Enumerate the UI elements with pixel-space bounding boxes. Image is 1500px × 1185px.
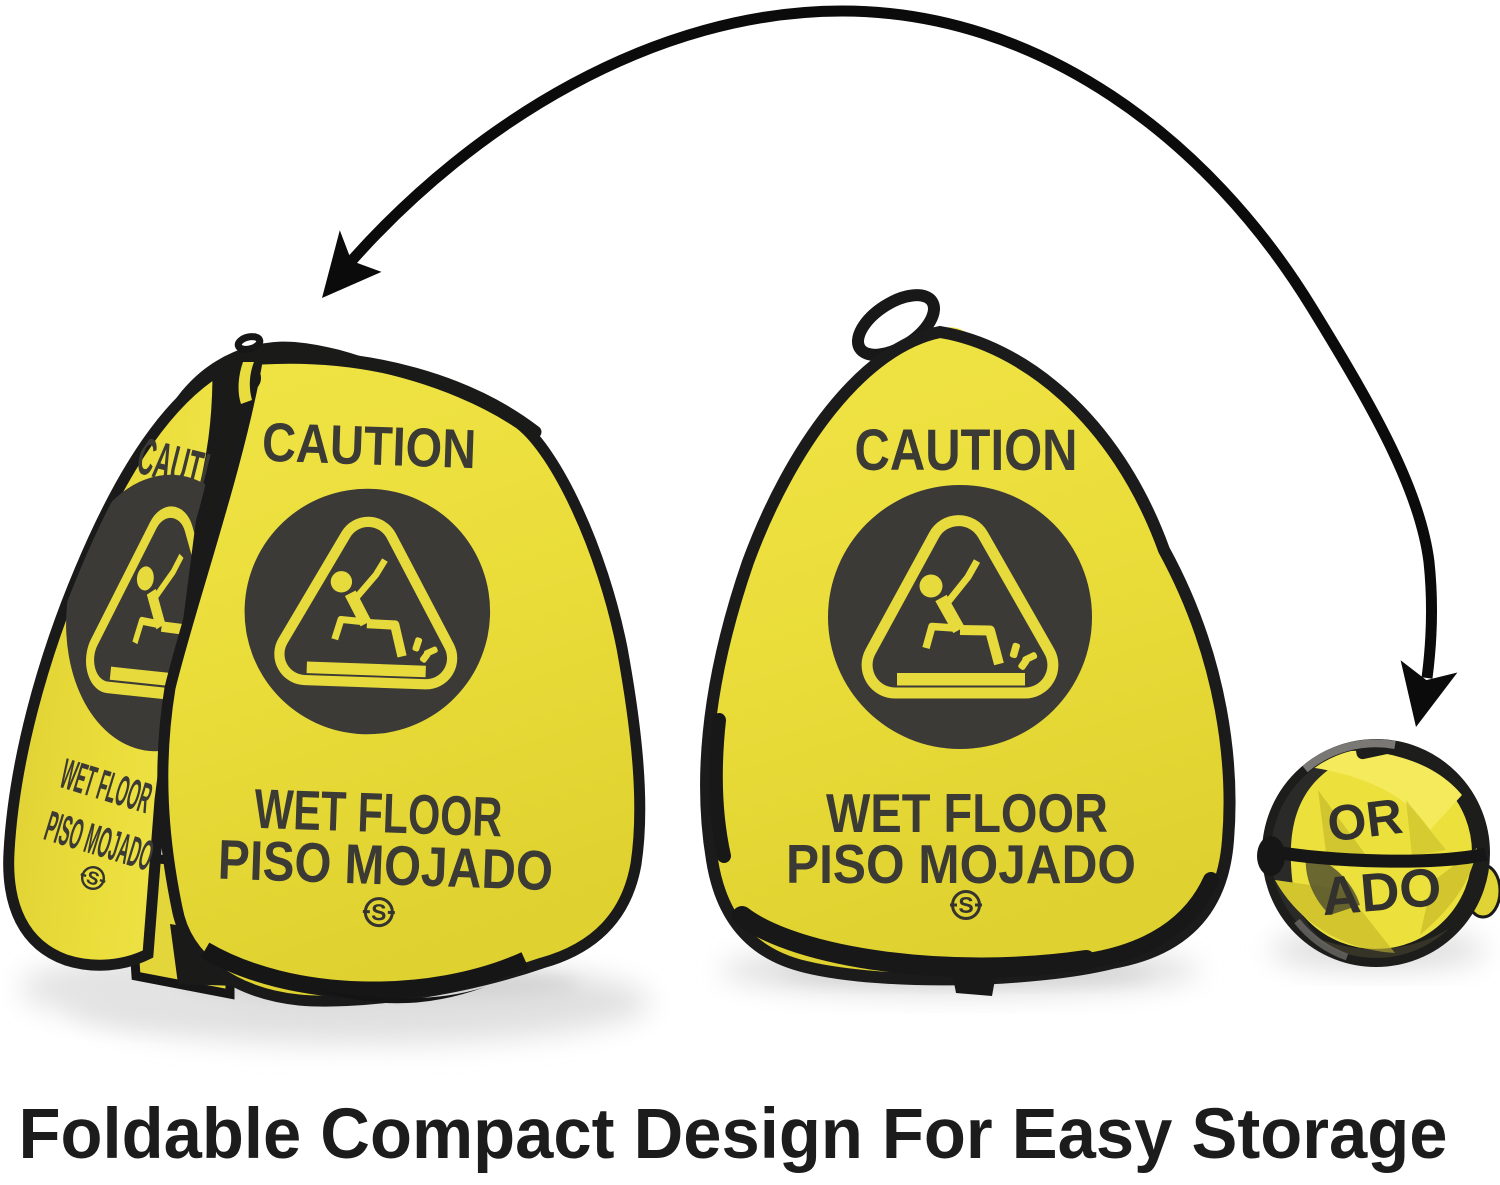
- svg-text:Foldable Compact Design For Ea: Foldable Compact Design For Easy Storage: [19, 1095, 1448, 1174]
- svg-text:CAUTION: CAUTION: [261, 411, 477, 480]
- svg-text:ADO: ADO: [1319, 857, 1444, 927]
- svg-text:WET FLOOR: WET FLOOR: [826, 782, 1108, 844]
- svg-text:OR: OR: [1324, 788, 1405, 853]
- svg-text:PISO MOJADO: PISO MOJADO: [786, 833, 1136, 895]
- svg-text:WET FLOOR: WET FLOOR: [253, 777, 503, 849]
- svg-text:PISO MOJADO: PISO MOJADO: [217, 827, 554, 902]
- svg-text:CAUTION: CAUTION: [855, 418, 1078, 483]
